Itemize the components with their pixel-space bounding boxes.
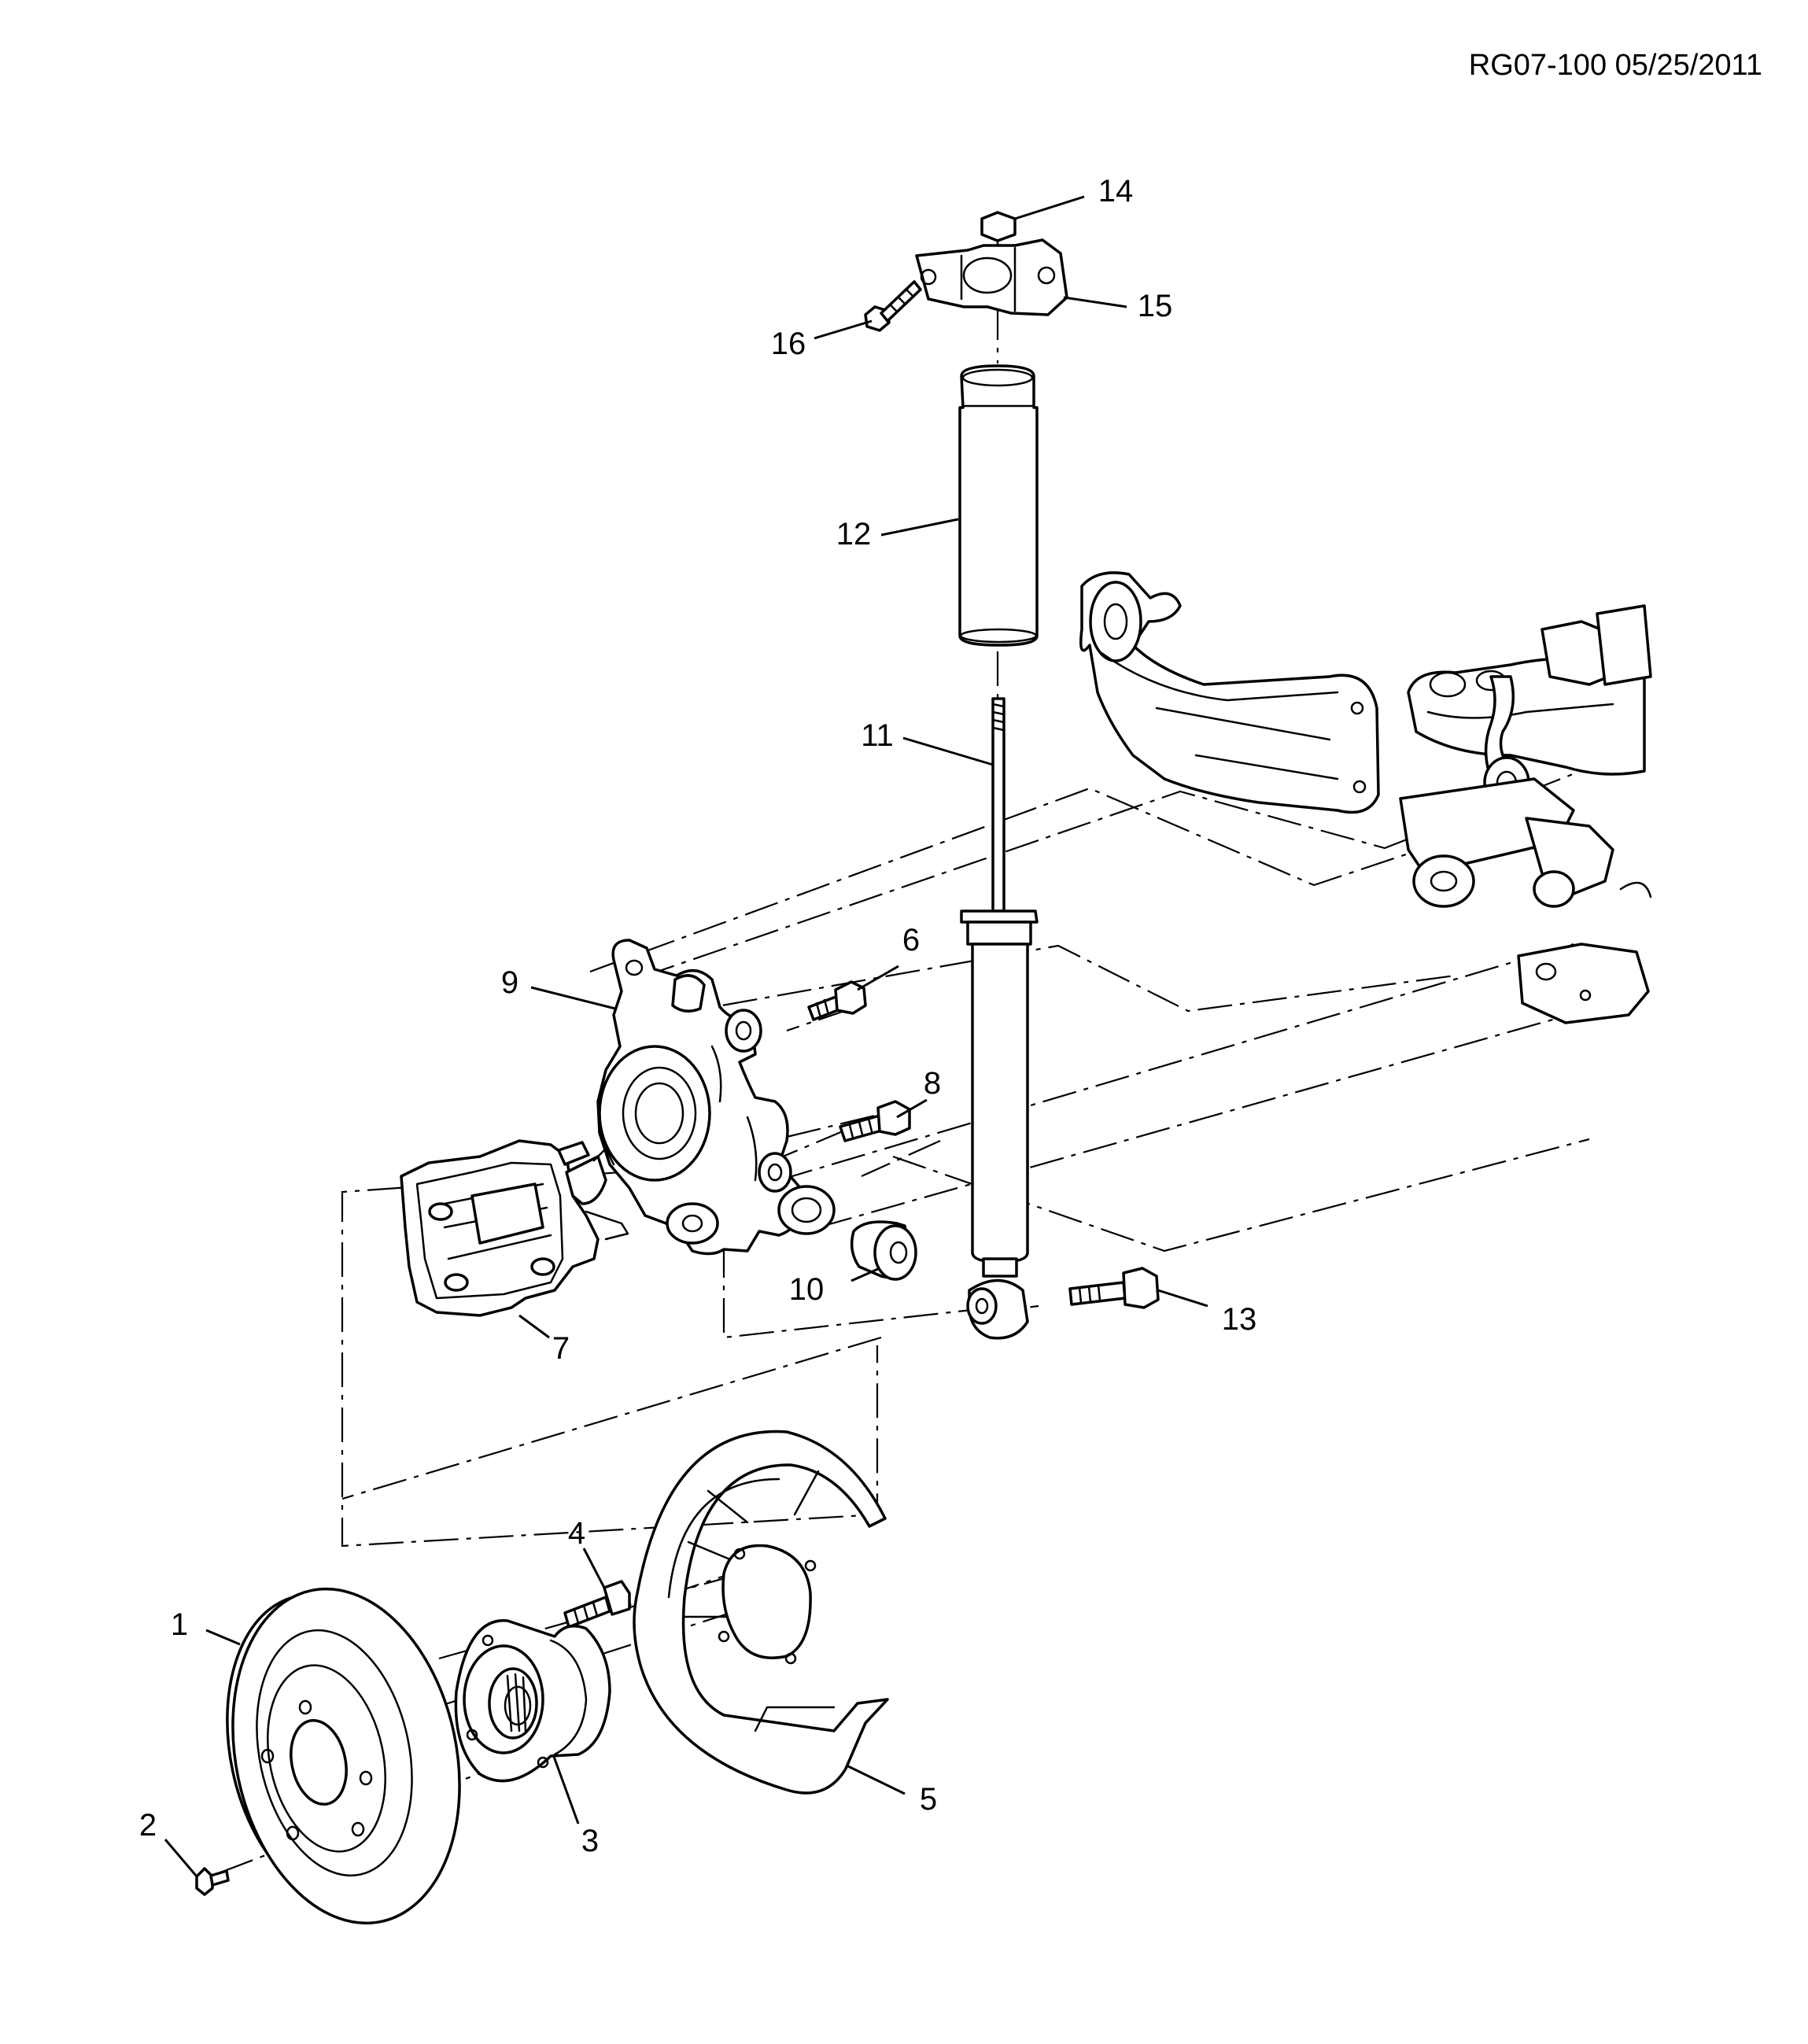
callout-6: 6 <box>902 923 920 957</box>
callout-4: 4 <box>568 1516 585 1551</box>
callout-5: 5 <box>920 1782 937 1817</box>
callout-labels: 1 2 3 4 5 6 7 8 9 10 11 12 13 14 15 16 <box>139 174 1256 1858</box>
leader-lines <box>164 195 1208 1877</box>
assembly-lines <box>220 305 1622 1874</box>
callout-1: 1 <box>171 1607 188 1642</box>
part-1-brake-rotor <box>226 1587 461 1925</box>
part-2-screw <box>195 1867 230 1896</box>
document-id: RG07-100 05/25/2011 <box>1469 49 1762 82</box>
callout-2: 2 <box>139 1808 157 1843</box>
part-4-bolt <box>563 1580 631 1629</box>
callout-15: 15 <box>1138 289 1173 323</box>
callout-12: 12 <box>836 517 872 552</box>
rear-suspension-cradle <box>1079 571 1652 1024</box>
part-7-caliper <box>400 1139 629 1317</box>
part-10-bushing <box>850 1220 917 1281</box>
part-9-knuckle <box>596 939 836 1256</box>
callout-13: 13 <box>1222 1302 1257 1337</box>
callout-14: 14 <box>1098 174 1134 208</box>
part-3-hub-bearing <box>454 1619 611 1783</box>
part-12-dust-boot <box>958 364 1039 647</box>
part-16-bolt <box>864 280 922 332</box>
part-15-upper-mount <box>915 238 1068 316</box>
part-8-bolt <box>839 1100 911 1142</box>
callout-9: 9 <box>501 965 518 1000</box>
callout-3: 3 <box>581 1824 599 1858</box>
callout-10: 10 <box>789 1272 825 1307</box>
callout-16: 16 <box>771 327 806 361</box>
part-13-bolt <box>1068 1267 1160 1309</box>
part-5-backing-plate <box>633 1430 889 1795</box>
part-11-shock-absorber <box>960 697 1039 1340</box>
callout-11: 11 <box>861 718 894 753</box>
callout-8: 8 <box>924 1066 941 1101</box>
callout-7: 7 <box>552 1331 570 1366</box>
